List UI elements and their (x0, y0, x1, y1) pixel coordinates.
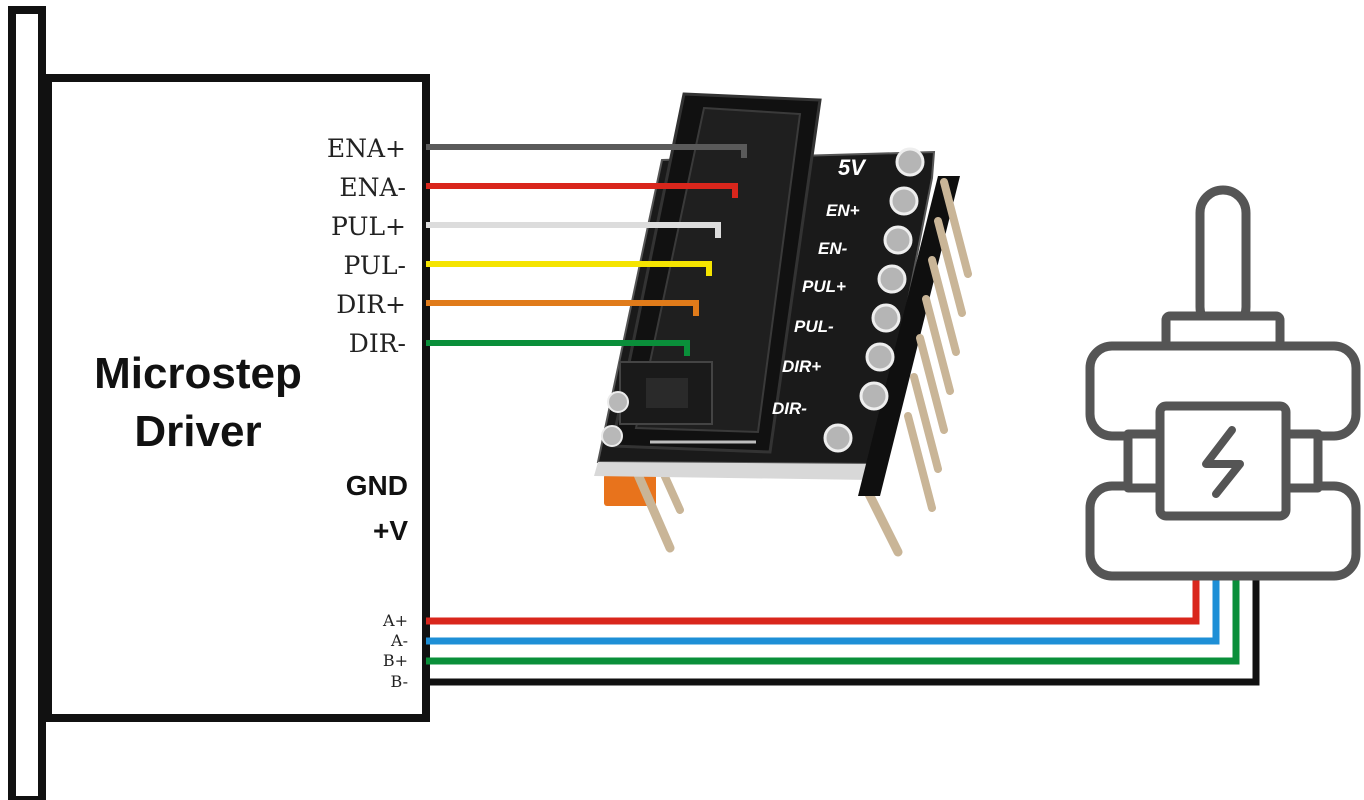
solder-pad (895, 147, 925, 177)
solder-pad (865, 342, 895, 372)
header-pin (910, 373, 942, 473)
solder-pad (877, 264, 907, 294)
pcb-edge (594, 462, 876, 480)
adapter-board: 5V EN+ EN- PUL+ PUL- DIR+ DIR- (594, 92, 972, 557)
pin-header (858, 176, 960, 496)
solder-pad (883, 225, 913, 255)
pin-label-b-minus: B- (391, 672, 408, 691)
pcb-label-pul-plus: PUL+ (802, 277, 846, 296)
solder-pads (823, 147, 925, 453)
header-pin (922, 295, 954, 395)
pin-label-ena-plus: ENA+ (327, 134, 406, 163)
wire-b-minus (426, 577, 1260, 686)
driver-title-line2: Driver (134, 407, 261, 456)
pin-label-plus-v: +V (373, 515, 408, 546)
header-pin (904, 412, 936, 512)
solder-pad (889, 186, 919, 216)
pcb-label-dir-minus: DIR- (772, 399, 807, 418)
motor-wires (426, 577, 1260, 686)
wire-ena-plus (426, 144, 747, 158)
wire-b-plus (426, 577, 1240, 665)
wire-dir-minus (426, 340, 690, 356)
solder-pad (823, 423, 853, 453)
pin-label-gnd: GND (346, 470, 408, 501)
jst-latch-slot (646, 378, 688, 408)
header-pin (863, 487, 903, 557)
solder-pad (871, 303, 901, 333)
header-pin (940, 178, 972, 278)
pin-label-pul-plus: PUL+ (331, 212, 406, 241)
wire-a-minus (426, 577, 1220, 645)
wire-ena-minus (426, 183, 738, 198)
driver-title-line1: Microstep (94, 349, 302, 398)
solder-pad-left (607, 391, 629, 413)
header-pin (934, 217, 966, 317)
pcb-label-en-minus: EN- (818, 239, 848, 258)
pin-label-dir-minus: DIR- (349, 329, 406, 358)
pcb-label-5v: 5V (838, 155, 867, 180)
header-pins (904, 178, 972, 512)
pin-label-pul-minus: PUL- (344, 251, 407, 280)
solder-pad (859, 381, 889, 411)
wire-a-plus (426, 577, 1200, 625)
header-pin (928, 256, 960, 356)
wire-pul-plus (426, 222, 721, 238)
pin-label-ena-minus: ENA- (339, 173, 406, 202)
wire-dir-plus (426, 300, 699, 316)
pcb-label-pul-minus: PUL- (794, 317, 834, 336)
pin-label-a-plus: A+ (382, 611, 408, 630)
lightning-bolt-icon (1202, 426, 1244, 498)
header-pin (916, 334, 948, 434)
pin-label-a-minus: A- (390, 631, 408, 650)
motor-shaft (1195, 185, 1251, 335)
wire-pul-minus (426, 261, 712, 276)
jst-connector-inner (634, 106, 802, 434)
pin-label-b-plus: B+ (383, 651, 408, 670)
pin-label-dir-plus: DIR+ (336, 290, 406, 319)
pcb-label-en-plus: EN+ (826, 201, 860, 220)
microstep-driver-box (44, 74, 430, 722)
signal-wires (426, 144, 747, 356)
pcb-label-dir-plus: DIR+ (782, 357, 821, 376)
solder-pad-left (601, 425, 623, 447)
stepper-motor-icon (1085, 185, 1361, 581)
header-pin (631, 465, 675, 553)
mounting-bar (8, 6, 46, 800)
